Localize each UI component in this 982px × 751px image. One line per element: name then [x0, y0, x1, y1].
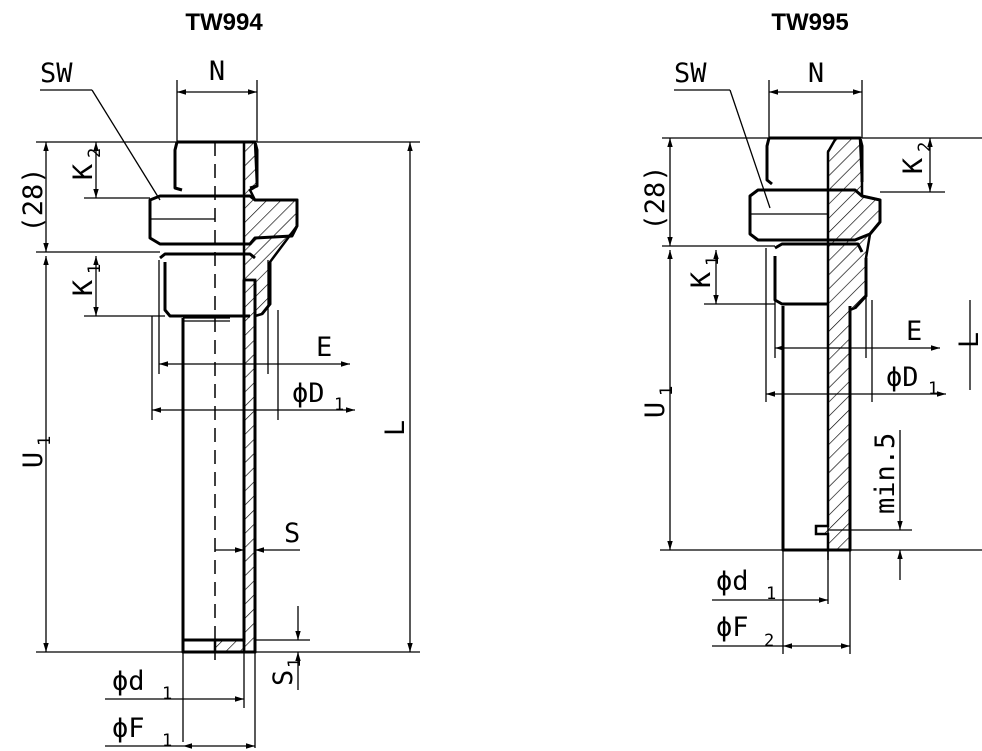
svg-text:L: L [380, 420, 411, 436]
dimension-28: (28) [18, 141, 160, 253]
svg-text:1: 1 [657, 386, 677, 396]
dimension-d1: ϕD 1 [765, 248, 946, 402]
svg-text:ϕF: ϕF [716, 612, 749, 643]
dimension-d-small: ϕd 1 [712, 550, 829, 604]
dimension-e: E [158, 260, 350, 374]
svg-text:ϕF: ϕF [112, 713, 145, 744]
svg-text:E: E [316, 332, 332, 363]
dimension-d-small: ϕd 1 [105, 652, 245, 742]
svg-text:1: 1 [334, 395, 344, 415]
svg-text:1: 1 [162, 731, 172, 751]
svg-text:2: 2 [764, 631, 774, 651]
svg-text:U: U [640, 402, 671, 418]
svg-text:U: U [18, 452, 49, 468]
drawing-title: TW994 [185, 9, 263, 36]
svg-text:K: K [68, 279, 99, 296]
svg-text:ϕd: ϕd [112, 666, 145, 697]
dimension-u1: U 1 [640, 250, 783, 551]
svg-text:1: 1 [285, 658, 305, 668]
svg-text:S: S [284, 518, 300, 549]
dimension-n: N [768, 58, 863, 138]
dimension-d1: ϕD 1 [151, 310, 355, 420]
svg-text:2: 2 [85, 148, 105, 158]
dimension-sw: SW [40, 58, 161, 201]
svg-text:1: 1 [928, 379, 938, 399]
dimension-sw: SW [674, 58, 771, 209]
svg-text:1: 1 [766, 584, 776, 604]
svg-text:E: E [906, 316, 922, 347]
svg-text:N: N [808, 58, 824, 89]
svg-text:N: N [209, 56, 225, 87]
svg-text:SW: SW [40, 58, 73, 89]
dimension-f: ϕF 2 [712, 550, 851, 654]
dimension-min5: min.5 [828, 430, 912, 580]
svg-text:K: K [686, 271, 717, 288]
svg-text:SW: SW [674, 58, 707, 89]
dimension-n: N [176, 56, 258, 142]
dimension-l: L [255, 141, 420, 653]
svg-text:ϕD: ϕD [886, 362, 919, 393]
section-hatching [213, 140, 299, 654]
svg-text:1: 1 [703, 256, 723, 266]
svg-text:(28): (28) [18, 167, 49, 232]
svg-text:1: 1 [162, 684, 172, 704]
drawing-tw995: TW995 N SW [640, 9, 982, 654]
svg-text:ϕD: ϕD [292, 378, 325, 409]
dimension-k1: K 1 [68, 256, 165, 317]
svg-text:2: 2 [915, 142, 935, 152]
dimension-k2: K 2 [862, 137, 982, 193]
dimension-l: L [850, 300, 982, 551]
dimension-f: ϕF 1 [105, 652, 256, 751]
svg-text:ϕd: ϕd [716, 566, 749, 597]
svg-text:L: L [954, 332, 982, 348]
svg-text:S: S [268, 670, 299, 686]
svg-text:1: 1 [35, 436, 55, 446]
svg-text:(28): (28) [640, 165, 671, 230]
svg-text:min.5: min.5 [870, 433, 901, 514]
dimension-k1: K 1 [686, 250, 775, 305]
drawing-title: TW995 [771, 9, 848, 36]
dimension-28: (28) [640, 137, 775, 247]
dimension-k2: K 2 [68, 141, 177, 199]
dimension-u1: U 1 [18, 256, 183, 653]
svg-text:K: K [898, 157, 929, 174]
dimension-e: E [774, 256, 940, 358]
dimension-s: S [215, 518, 300, 553]
dimension-s1: S 1 [255, 606, 310, 690]
knurl-band [183, 317, 230, 322]
svg-text:1: 1 [85, 264, 105, 274]
drawing-tw994: TW994 [18, 9, 420, 751]
svg-text:K: K [68, 163, 99, 180]
